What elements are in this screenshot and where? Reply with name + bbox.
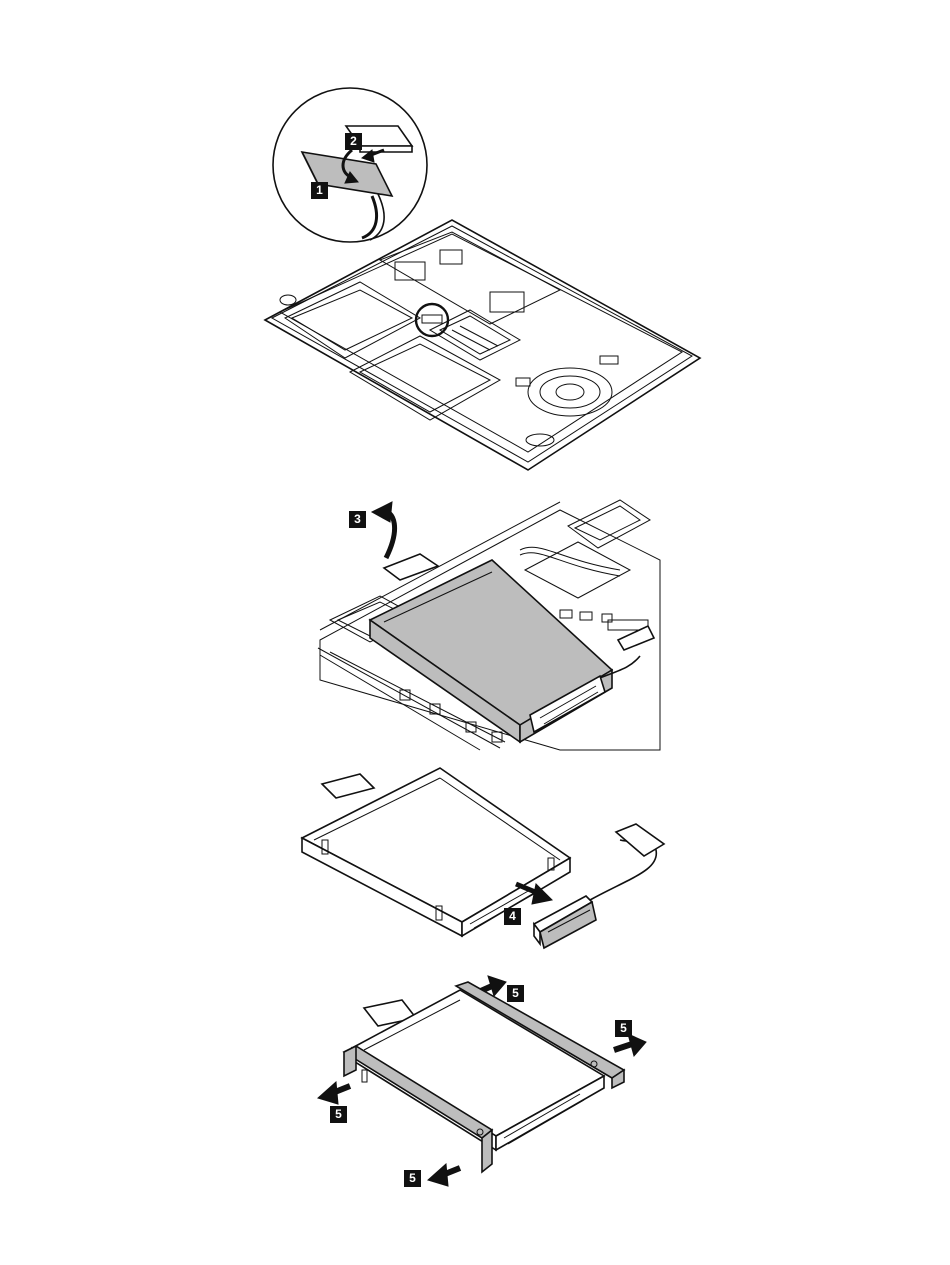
panel-lift-drive: 3 — [0, 480, 950, 760]
pull-tab — [384, 554, 438, 580]
panel-remove-brackets: 5 5 5 5 — [0, 960, 950, 1260]
zoom-callout — [273, 88, 427, 242]
step-badge-5-right: 5 — [615, 1020, 632, 1037]
drive-connector — [534, 824, 664, 948]
step-badge-5-top: 5 — [507, 985, 524, 1002]
step-badge-5-left: 5 — [330, 1106, 347, 1123]
hard-drive-flat — [302, 768, 570, 936]
step-badge-3: 3 — [349, 511, 366, 528]
laptop-base-diagram — [0, 0, 950, 480]
panel-remove-connector: 4 — [0, 760, 950, 960]
step-badge-5-bottom: 5 — [404, 1170, 421, 1187]
laptop-base — [265, 220, 700, 470]
step-badge-1: 1 — [311, 182, 328, 199]
step-badge-4: 4 — [504, 908, 521, 925]
panel-disconnect-cable: 2 1 — [0, 0, 950, 480]
connector-removal-diagram — [0, 760, 950, 960]
bracket-removal-diagram — [0, 960, 950, 1260]
hard-drive — [370, 560, 654, 742]
drive-lift-diagram — [0, 480, 950, 760]
step-badge-2: 2 — [345, 133, 362, 150]
